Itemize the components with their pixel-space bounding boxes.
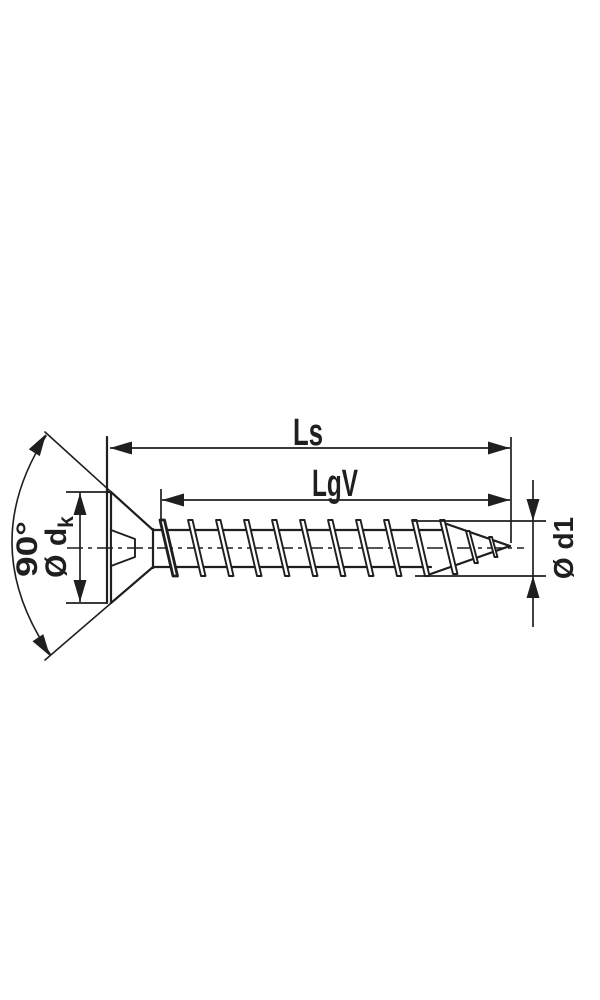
thread-flight (439, 519, 459, 575)
thread-diameter-dimension: Ø d1 (412, 480, 579, 627)
total-length-dimension: Ls (110, 412, 512, 543)
thread-flight (327, 519, 347, 577)
thread-flight-tip (465, 530, 479, 564)
tip-cone-bottom-edge (423, 544, 512, 578)
lgv-arrow-left (162, 493, 184, 507)
angle-arc-arrow-top (28, 434, 46, 457)
dk-arrow-down (73, 580, 87, 602)
thread-length-dimension: LgV (160, 463, 510, 519)
tip-cone-top-edge (439, 520, 512, 548)
head-diameter-label: Ø dk (40, 516, 78, 578)
ls-arrow-left (110, 441, 132, 455)
thread-flight (187, 519, 207, 577)
thread-flight (158, 518, 179, 578)
thread-flight (215, 519, 235, 577)
d1-arrow-down (526, 499, 540, 521)
thread-flight-tip (488, 536, 499, 558)
head-diameter-dimension: Ø dk (40, 491, 107, 604)
head-angle-annotation: 90° (11, 431, 154, 661)
dk-arrow-up (73, 493, 87, 515)
thread-flight (383, 519, 403, 577)
d1-arrow-up (526, 576, 540, 598)
angle-arc-arrow-bottom (32, 634, 50, 656)
lgv-arrow-right (488, 493, 510, 507)
ls-arrow-right (488, 441, 510, 455)
head-diameter-label-sub: k (55, 516, 78, 528)
thread-flight (299, 519, 319, 577)
head-cone-top-edge (109, 490, 155, 532)
thread-flight (243, 519, 263, 577)
thread-flight (271, 519, 291, 577)
head-diameter-label-main: Ø d (40, 528, 73, 578)
drive-recess-profile (110, 529, 136, 567)
head-cone-bottom-edge (109, 565, 155, 605)
head-angle-label: 90° (11, 521, 44, 577)
thread-diameter-label: Ø d1 (548, 517, 579, 579)
screw-thread (158, 518, 499, 578)
angle-arc (11, 435, 51, 655)
screw-head (105, 435, 155, 605)
thread-flight (355, 519, 375, 577)
total-length-label: Ls (293, 412, 323, 454)
thread-length-label: LgV (312, 463, 358, 505)
